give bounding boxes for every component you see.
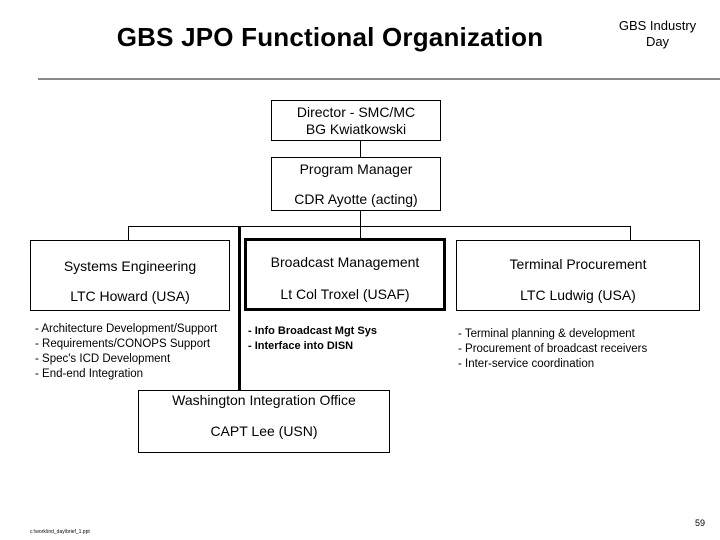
director-name: BG Kwiatkowski	[305, 121, 407, 137]
event-label: GBS Industry Day	[610, 18, 705, 50]
file-path: c:\work\ind_day\brief_1.ppt	[30, 529, 90, 535]
washington-integration-office-box: Washington Integration Office CAPT Lee (…	[138, 390, 390, 453]
list-item: - End-end Integration	[35, 368, 144, 380]
connector-to-terminal-procurement	[630, 226, 631, 240]
list-item: - Interface into DISN	[248, 340, 354, 352]
terminal-procurement-lead: LTC Ludwig (USA)	[520, 287, 636, 303]
washington-office-lead: CAPT Lee (USN)	[210, 423, 318, 439]
connector-pm-trunk	[360, 211, 361, 226]
systems-engineering-title: Systems Engineering	[63, 258, 197, 274]
connector-to-broadcast-management	[360, 226, 361, 240]
connector-director-pm	[360, 140, 361, 157]
list-item: - Info Broadcast Mgt Sys	[248, 325, 377, 337]
list-item: - Spec's ICD Development	[35, 353, 171, 365]
page-title: GBS JPO Functional Organization	[116, 22, 544, 52]
terminal-procurement-duties: - Terminal planning & development - Proc…	[458, 327, 708, 372]
list-item: - Terminal planning & development	[458, 328, 635, 340]
director-box: Director - SMC/MC BG Kwiatkowski	[271, 100, 441, 141]
connector-to-systems-engineering	[128, 226, 129, 240]
director-title: Director - SMC/MC	[296, 104, 416, 120]
list-item: - Requirements/CONOPS Support	[35, 338, 211, 350]
washington-office-title: Washington Integration Office	[172, 392, 356, 408]
systems-engineering-duties: - Architecture Development/Support - Req…	[35, 322, 235, 382]
broadcast-management-duties: - Info Broadcast Mgt Sys - Interface int…	[248, 324, 448, 354]
program-manager-name: CDR Ayotte (acting)	[294, 191, 418, 207]
connector-horizontal-bus	[128, 226, 631, 227]
header-divider	[38, 78, 720, 80]
broadcast-management-lead: Lt Col Troxel (USAF)	[280, 286, 410, 302]
broadcast-management-title: Broadcast Management	[270, 254, 420, 270]
systems-engineering-lead: LTC Howard (USA)	[70, 288, 190, 304]
broadcast-management-box: Broadcast Management Lt Col Troxel (USAF…	[244, 238, 446, 311]
page-number: 59	[695, 518, 706, 528]
terminal-procurement-title: Terminal Procurement	[509, 256, 647, 272]
list-item: - Procurement of broadcast receivers	[458, 343, 648, 355]
connector-to-washington-office	[238, 226, 241, 390]
terminal-procurement-box: Terminal Procurement LTC Ludwig (USA)	[456, 240, 700, 311]
event-label-line2: Day	[645, 34, 670, 49]
systems-engineering-box: Systems Engineering LTC Howard (USA)	[30, 240, 230, 311]
event-label-line1: GBS Industry	[618, 18, 697, 33]
program-manager-title: Program Manager	[299, 161, 413, 177]
list-item: - Inter-service coordination	[458, 358, 595, 370]
program-manager-box: Program Manager CDR Ayotte (acting)	[271, 157, 441, 211]
list-item: - Architecture Development/Support	[35, 323, 218, 335]
